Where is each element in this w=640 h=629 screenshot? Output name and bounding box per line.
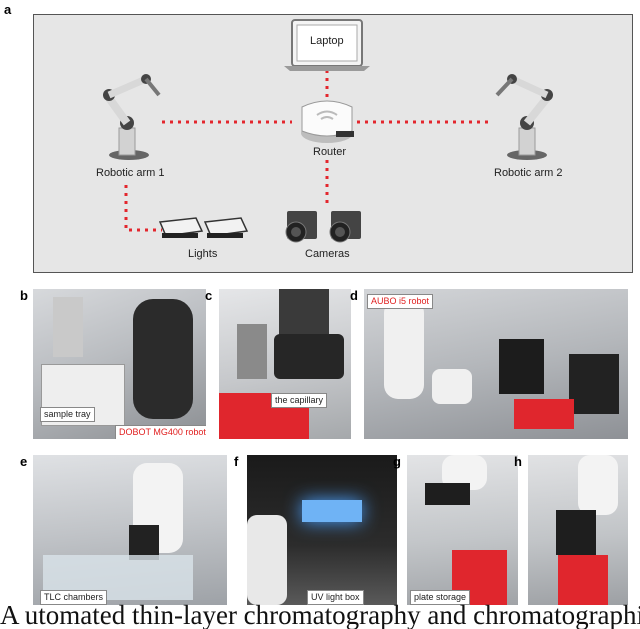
panel-label-e: e <box>20 454 28 469</box>
laptop-icon <box>284 19 370 71</box>
network-links <box>124 70 492 232</box>
panel-label-g: g <box>393 454 401 469</box>
photo-panel-f: UV light box <box>247 455 397 605</box>
arm-1-label: Robotic arm 1 <box>96 167 165 179</box>
robotic-arm-1-icon <box>103 74 161 160</box>
caption-aubo-robot: AUBO i5 robot <box>367 294 434 309</box>
laptop-label: Laptop <box>310 35 344 47</box>
link-arm1-lights <box>124 185 162 232</box>
panel-label-h: h <box>514 454 522 469</box>
red-tray-shape <box>514 399 574 429</box>
red-rack-shape <box>558 555 608 605</box>
photo-panel-e: TLC chambers <box>33 455 227 605</box>
lights-label: Lights <box>188 248 218 260</box>
panel-label-b: b <box>20 288 28 303</box>
caption-capillary: the capillary <box>271 393 328 408</box>
caption-tlc-chambers: TLC chambers <box>40 590 108 605</box>
photo-panel-b: sample tray DOBOT MG400 robot <box>33 289 206 439</box>
router-icon <box>301 100 354 143</box>
caption-dobot-robot: DOBOT MG400 robot <box>115 425 206 439</box>
caption-uv-light-box: UV light box <box>307 590 364 605</box>
panel-label-a: a <box>4 2 12 17</box>
robot-arm-shape <box>53 297 83 357</box>
lights-icon <box>158 217 249 238</box>
device-shape <box>569 354 619 414</box>
gripper-shape <box>425 483 470 505</box>
gripper-shape <box>129 525 159 560</box>
cameras-icon <box>285 211 361 243</box>
panel-label-d: d <box>350 288 358 303</box>
photo-panel-d: AUBO i5 robot <box>364 289 628 439</box>
photo-panel-h <box>528 455 628 605</box>
aubo-arm-shape <box>384 299 424 399</box>
gripper-shape <box>237 324 267 379</box>
caption-plate-storage: plate storage <box>410 590 471 605</box>
router-label: Router <box>313 146 347 158</box>
black-box-shape <box>499 339 544 394</box>
robotic-arm-2-icon <box>495 74 553 160</box>
arm-2-label: Robotic arm 2 <box>494 167 563 179</box>
gripper-shape <box>556 510 596 555</box>
uv-lamp-shape <box>302 500 362 522</box>
arm-joint-shape <box>432 369 472 404</box>
panel-label-c: c <box>205 288 213 303</box>
arm-shape <box>578 455 618 515</box>
caption-sample-tray: sample tray <box>40 407 95 422</box>
photo-panel-g: plate storage <box>407 455 518 605</box>
system-diagram: Laptop Router Robotic arm 1 Robotic arm … <box>33 14 633 273</box>
dobot-robot-shape <box>133 299 193 419</box>
cameras-label: Cameras <box>305 248 350 260</box>
panel-label-f: f <box>234 454 239 469</box>
photo-panel-c: the capillary <box>219 289 351 439</box>
robot-body-shape <box>274 334 344 379</box>
arm-shape <box>247 515 287 605</box>
diagram-canvas <box>103 19 553 243</box>
figure-caption-text: A utomated thin-layer chromatography and… <box>0 602 640 629</box>
